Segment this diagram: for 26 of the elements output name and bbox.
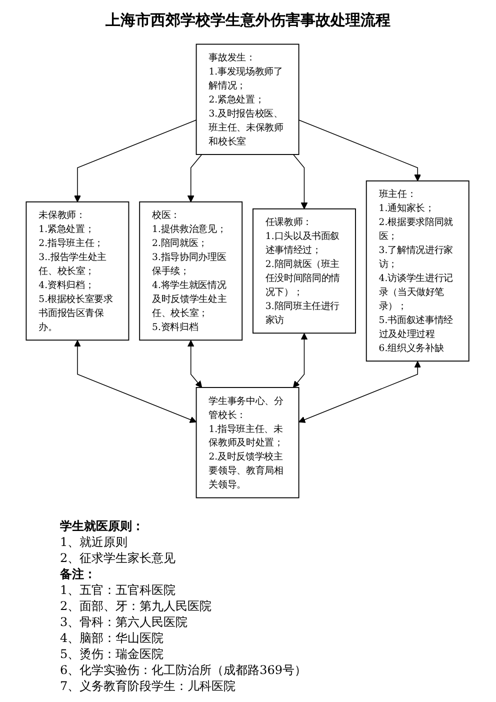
note-text: 4、脑部：华山医院 xyxy=(60,630,164,646)
note-text: 7、义务教育阶段学生：儿科医院 xyxy=(60,678,236,694)
section-heading: 备注： xyxy=(60,566,96,582)
node-box: 事故发生： 1.事发现场教师了解情况； 2.紧急处置； 3.及时报告校医、班主任、未保教师和校长室 xyxy=(196,44,300,155)
node-box: 学生事务中心、分管校长： 1.指导班主任、未保教师及时处置； 2.及时反馈学校主要领导、教育局相关领导。 xyxy=(196,387,300,498)
note-text: 1、就近原则 xyxy=(60,534,128,550)
node-box: 校医： 1.提供救治意见； 2.陪同就医； 3.指导协同办理医保手续； 4.将学生就医情况及时反馈学生处主任、校长室； 5.资料归档 xyxy=(140,201,244,341)
arrow xyxy=(298,361,422,423)
arrow xyxy=(188,340,203,388)
note-text: 3、骨科：第六人民医院 xyxy=(60,614,188,630)
node-box: 未保教师： 1.紧急处置； 2.指导班主任； 3..报告学生处主任、校长室； 4.资料归档； 5.根据校长室要求书面报告区青保办。 xyxy=(26,201,130,341)
arrow xyxy=(188,154,203,202)
note-text: 6、化学实验伤：化工防治所（成都路369号） xyxy=(60,662,307,678)
arrow xyxy=(298,120,422,182)
note-text: 2、征求学生家长意见 xyxy=(60,550,176,566)
diagram-title: 上海市西郊学校学生意外伤害事故处理流程 xyxy=(106,11,390,30)
arrow xyxy=(74,120,198,202)
section-heading: 学生就医原则： xyxy=(60,518,144,534)
arrow xyxy=(293,154,308,210)
node-box: 班主任： 1.通知家长； 2.根据要求陪同就医； 3.了解情况进行家访； 4.访谈学生进行记录（当天做好笔录）； 5.书面叙述事情经过及处理过程 6.组织义务补缺 xyxy=(366,180,470,362)
note-text: 1、五官：五官科医院 xyxy=(60,582,176,598)
note-text: 5、烫伤：瑞金医院 xyxy=(60,646,164,662)
node-box: 任课教师： 1.口头以及书面叙述事情经过； 2.陪同就医（班主任没时间陪同的情况下）； 3.陪同班主任进行家访 xyxy=(252,208,356,334)
arrow xyxy=(293,333,308,388)
note-text: 2、面部、牙：第九人民医院 xyxy=(60,598,212,614)
arrow xyxy=(74,340,198,423)
